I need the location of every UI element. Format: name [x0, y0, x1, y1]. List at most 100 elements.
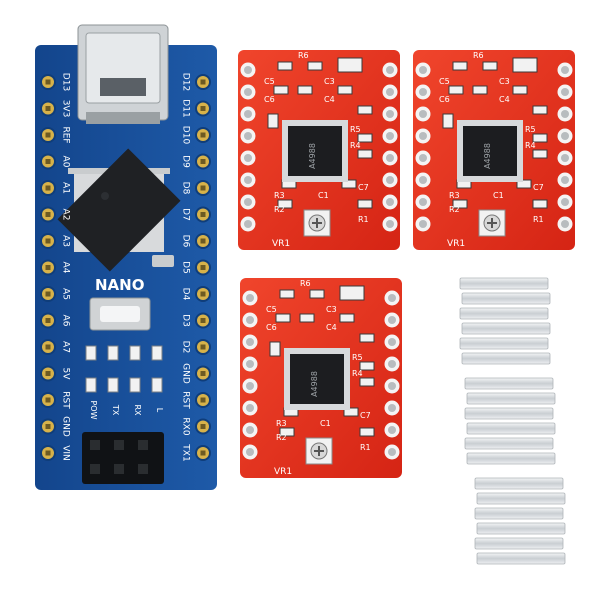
smd-component [309, 289, 325, 299]
heatsink-fin [459, 277, 549, 290]
driver-chip: A4988 [282, 120, 348, 182]
microcontroller-chip [57, 148, 181, 272]
header-pin [384, 334, 400, 350]
header-pin [384, 312, 400, 328]
led: RX [129, 345, 142, 416]
silkscreen-label: C5 [264, 77, 275, 86]
smd-component [339, 313, 355, 323]
smd-component [339, 285, 365, 301]
pot-label: VR1 [447, 239, 465, 249]
pin-label: D6 [181, 235, 191, 248]
header-pin [415, 128, 431, 144]
header-pin [384, 290, 400, 306]
header-pin [195, 74, 211, 90]
header-pin [415, 62, 431, 78]
pin-label: VIN [61, 445, 71, 461]
crystal [152, 255, 174, 267]
icsp-header [82, 432, 164, 484]
silkscreen-label: C5 [439, 77, 450, 86]
header-pin [557, 194, 573, 210]
smd-component [359, 427, 375, 437]
smd-component [343, 407, 359, 417]
header-pin [242, 444, 258, 460]
header-pin [384, 400, 400, 416]
header-pin [40, 100, 56, 117]
smd-component [337, 85, 353, 95]
heatsink-fin [461, 322, 551, 335]
header-pin [382, 194, 398, 210]
header-pin [40, 365, 56, 382]
silkscreen-label: R4 [525, 141, 536, 150]
smd-component [359, 377, 375, 387]
potentiometer [303, 209, 331, 237]
silkscreen-label: C3 [326, 305, 337, 314]
header-pin [382, 172, 398, 188]
silkscreen-label: R5 [525, 125, 536, 134]
header-pin [240, 172, 256, 188]
silkscreen-label: C1 [318, 191, 329, 200]
led-label: L [155, 408, 164, 413]
smd-component [472, 85, 488, 95]
header-pin [415, 172, 431, 188]
led: L [151, 345, 164, 413]
smd-component [275, 313, 291, 323]
heatsink-fin [476, 552, 566, 565]
silkscreen-label: R2 [274, 205, 285, 214]
heatsink-fin [464, 437, 554, 450]
usb-connector [77, 24, 169, 124]
heatsink [464, 377, 556, 465]
pin-label: A7 [61, 341, 71, 353]
pin-label: D8 [181, 182, 191, 195]
header-pin [557, 216, 573, 232]
smd-component [357, 133, 373, 143]
smd-component [299, 313, 315, 323]
smd-component [516, 179, 532, 189]
silkscreen-label: C6 [439, 95, 450, 104]
header-pin [240, 106, 256, 122]
header-pin [40, 206, 56, 223]
smd-component [277, 61, 293, 71]
silkscreen-label: R2 [449, 205, 460, 214]
pin-label: A2 [61, 209, 71, 221]
heatsink-fin [459, 337, 549, 350]
header-pin [195, 180, 211, 196]
heatsink-fin [459, 307, 549, 320]
silkscreen-label: C5 [266, 305, 277, 314]
nano-left-header [40, 74, 56, 461]
pin-label: GND [181, 363, 191, 384]
header-pin [40, 312, 56, 329]
heatsink-fin [476, 522, 566, 535]
silkscreen-label: R4 [352, 369, 363, 378]
silkscreen-label: C7 [360, 411, 371, 420]
header-pin [195, 365, 211, 382]
pin-label: GND [61, 416, 71, 437]
nano-right-header [195, 74, 211, 461]
potentiometer [478, 209, 506, 237]
header-pin [384, 422, 400, 438]
silkscreen-label: R3 [274, 191, 285, 200]
header-pin [242, 290, 258, 306]
pin-label: D3 [181, 314, 191, 327]
pin-label: D9 [181, 155, 191, 168]
header-pin [557, 106, 573, 122]
led: TX [107, 345, 120, 416]
header-pin [195, 259, 211, 276]
smd-component [269, 341, 281, 357]
header-pin [40, 392, 56, 408]
pin-label: A4 [61, 262, 71, 274]
header-pin [382, 216, 398, 232]
pot-label: VR1 [274, 467, 292, 477]
smd-component [337, 57, 363, 73]
header-pin [195, 312, 211, 329]
header-pin [240, 84, 256, 100]
header-pin [382, 150, 398, 166]
pin-label: RX0 [181, 417, 191, 435]
header-pin [242, 334, 258, 350]
pin-label: RST [61, 391, 71, 409]
heatsink-fin [466, 392, 556, 405]
